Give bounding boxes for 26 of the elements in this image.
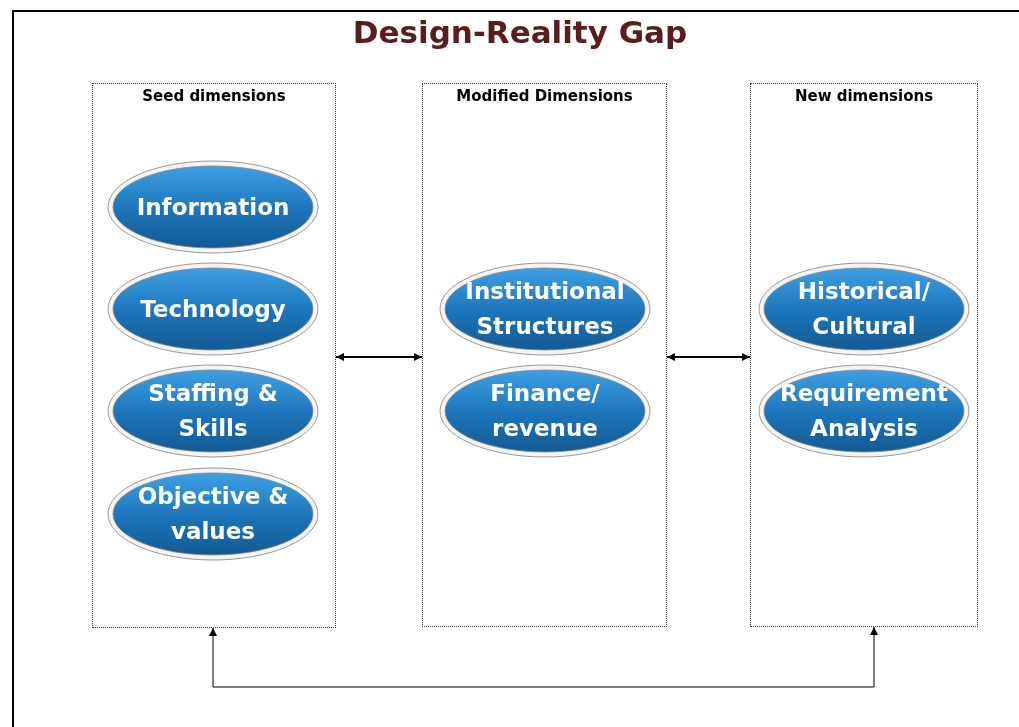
dimension-label: Institutional Structures xyxy=(464,277,626,341)
dimension-ellipse xyxy=(107,467,319,561)
dimension-label: Information xyxy=(135,192,291,222)
dimension-ellipse xyxy=(758,262,970,356)
dimension-label: Historical/ Cultural xyxy=(796,277,932,341)
dimension-label: Technology xyxy=(139,294,287,324)
dimension-ellipse xyxy=(439,262,651,356)
dimension-ellipse xyxy=(107,160,319,254)
panel-heading: Modified Dimensions xyxy=(455,87,634,105)
dimension-label: Finance/ revenue xyxy=(489,379,601,443)
dimension-label: Objective & values xyxy=(136,482,290,546)
dimension-label: Staffing & Skills xyxy=(147,379,279,443)
dimension-panel xyxy=(92,83,336,628)
diagram-title: Design-Reality Gap xyxy=(351,14,689,50)
connector-arrow xyxy=(209,626,878,688)
double-arrow xyxy=(666,353,751,361)
dimension-ellipse xyxy=(439,364,651,458)
dimension-panel xyxy=(422,83,667,627)
dimension-ellipse xyxy=(107,262,319,356)
dimension-ellipse xyxy=(758,364,970,458)
dimension-ellipse xyxy=(107,364,319,458)
dimension-panel xyxy=(750,83,978,627)
panel-heading: Seed dimensions xyxy=(141,87,287,105)
double-arrow xyxy=(335,353,423,361)
panel-heading: New dimensions xyxy=(793,87,935,105)
dimension-label: Requirement Analysis xyxy=(779,379,949,443)
